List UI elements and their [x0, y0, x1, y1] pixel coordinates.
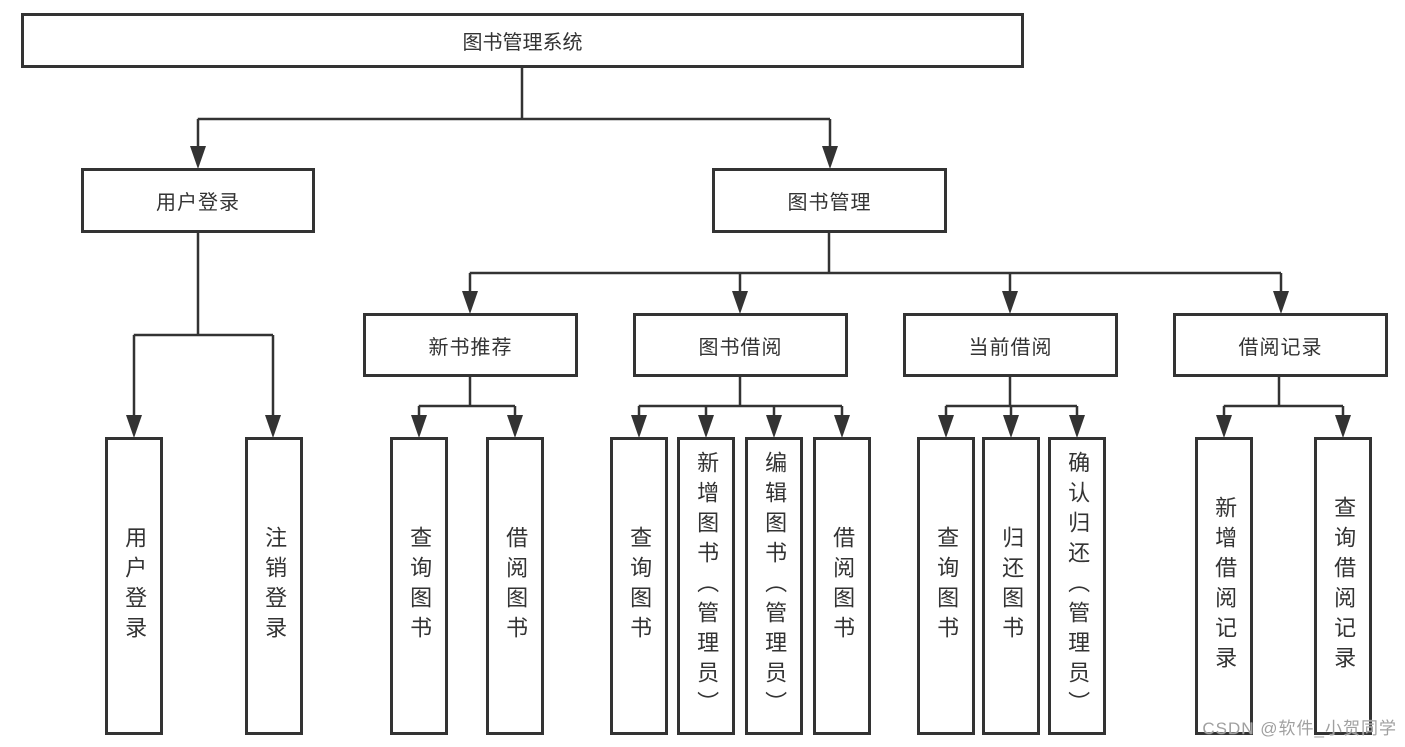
leaf-borrow-books: 借阅图书 — [813, 437, 871, 735]
arrowhead — [265, 415, 281, 438]
node-borrowing-records: 借阅记录 — [1173, 313, 1388, 377]
arrowhead — [834, 415, 850, 438]
node-book-borrowing: 图书借阅 — [633, 313, 848, 377]
arrowhead — [462, 291, 478, 314]
leaf-user-login: 用户登录 — [105, 437, 163, 735]
arrowhead — [1002, 291, 1018, 314]
leaf-query-borrow-record: 查询借阅记录 — [1314, 437, 1372, 735]
leaf-borrow-books-recommend: 借阅图书 — [486, 437, 544, 735]
arrowhead — [822, 146, 838, 169]
leaf-logout: 注销登录 — [245, 437, 303, 735]
leaf-add-borrow-record: 新增借阅记录 — [1195, 437, 1253, 735]
leaf-edit-books-admin: 编辑图书（管理员） — [745, 437, 803, 735]
arrowhead — [698, 415, 714, 438]
arrowhead — [507, 415, 523, 438]
arrowhead — [1216, 415, 1232, 438]
node-user-login: 用户登录 — [81, 168, 315, 233]
leaf-return-books: 归还图书 — [982, 437, 1040, 735]
arrowhead — [938, 415, 954, 438]
arrowhead — [732, 291, 748, 314]
leaf-add-books-admin: 新增图书（管理员） — [677, 437, 735, 735]
arrowhead — [190, 146, 206, 169]
node-new-book-recommend: 新书推荐 — [363, 313, 578, 377]
leaf-query-books-recommend: 查询图书 — [390, 437, 448, 735]
leaf-query-books-current: 查询图书 — [917, 437, 975, 735]
node-book-management: 图书管理 — [712, 168, 947, 233]
arrowhead — [1069, 415, 1085, 438]
arrowhead — [411, 415, 427, 438]
leaf-confirm-return-admin: 确认归还（管理员） — [1048, 437, 1106, 735]
arrowhead — [1003, 415, 1019, 438]
node-library-management-system: 图书管理系统 — [21, 13, 1024, 68]
csdn-watermark: CSDN @软件_小贺同学 — [1202, 719, 1397, 738]
arrowhead — [1335, 415, 1351, 438]
arrowhead — [126, 415, 142, 438]
node-current-borrowing: 当前借阅 — [903, 313, 1118, 377]
arrowhead — [631, 415, 647, 438]
leaf-query-books-borrowing: 查询图书 — [610, 437, 668, 735]
arrowhead — [1273, 291, 1289, 314]
arrowhead — [766, 415, 782, 438]
